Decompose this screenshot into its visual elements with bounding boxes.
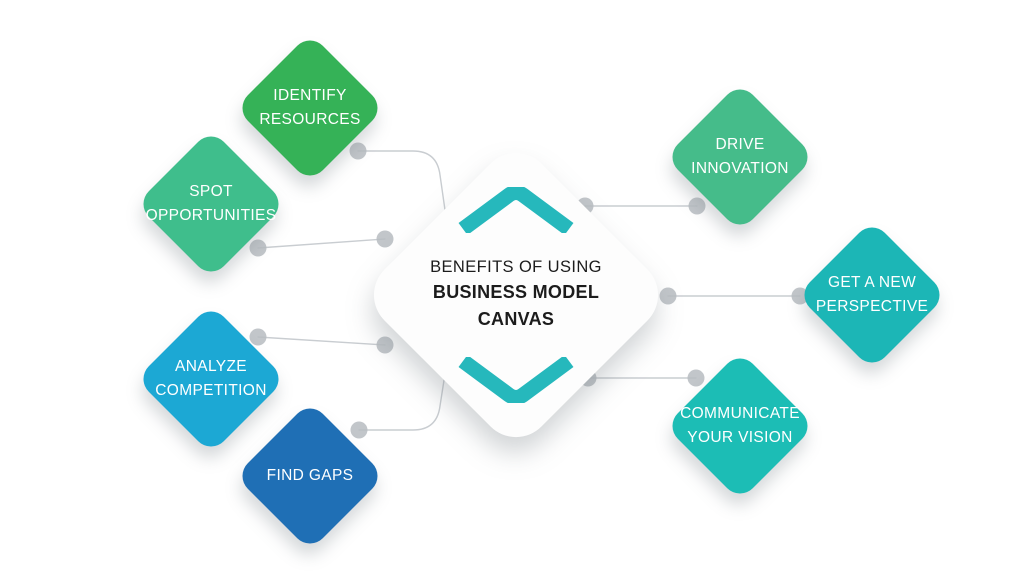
node-spot-opportunities[interactable]: SPOT OPPORTUNITIES [136, 129, 286, 279]
chevron-down-icon [458, 357, 574, 404]
node-identify-resources[interactable]: IDENTIFY RESOURCES [235, 33, 385, 183]
node-shape-communicate-your-vision [665, 351, 815, 501]
connector-dot-start [659, 287, 677, 305]
node-analyze-competition[interactable]: ANALYZE COMPETITION [136, 304, 286, 454]
node-shape-drive-innovation [665, 82, 815, 232]
node-communicate-your-vision[interactable]: COMMUNICATE YOUR VISION [665, 351, 815, 501]
connector-line [257, 238, 386, 249]
node-shape-find-gaps [235, 401, 385, 551]
connector-dot-end [376, 336, 394, 354]
node-shape-spot-opportunities [136, 129, 286, 279]
connector-dot-end [376, 230, 394, 248]
edge-analyze-competition [249, 328, 394, 354]
node-shape-get-a-new-perspective [797, 220, 947, 370]
center-title-line2: BUSINESS MODEL CANVAS [432, 282, 600, 330]
center-node[interactable]: BENEFITS OF USING BUSINESS MODEL CANVAS [359, 138, 673, 452]
center-title-line1: BENEFITS OF USING [430, 257, 602, 276]
edge-get-a-new-perspective [659, 287, 809, 305]
edge-spot-opportunities [249, 230, 394, 257]
center-title: BENEFITS OF USING BUSINESS MODEL CANVAS [405, 255, 627, 334]
node-find-gaps[interactable]: FIND GAPS [235, 401, 385, 551]
node-get-a-new-perspective[interactable]: GET A NEW PERSPECTIVE [797, 220, 947, 370]
connector-line [257, 336, 386, 346]
node-drive-innovation[interactable]: DRIVE INNOVATION [665, 82, 815, 232]
chevron-up-icon [458, 186, 574, 233]
